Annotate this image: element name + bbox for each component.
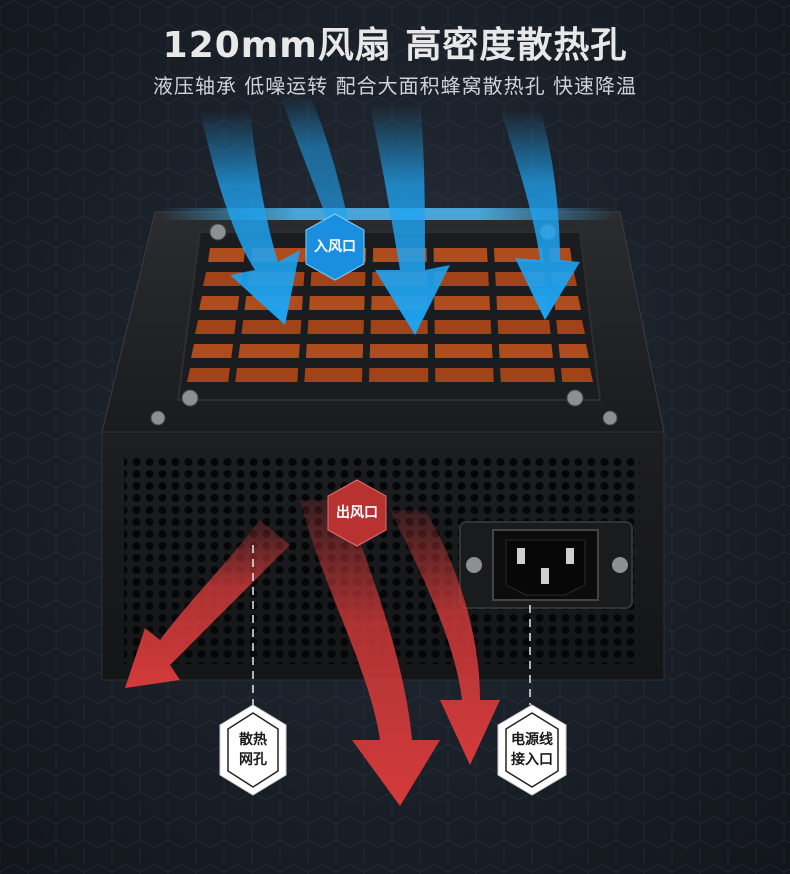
page-title: 120mm风扇 高密度散热孔 [162, 25, 628, 66]
power-inlet-label: 电源线 接入口 [511, 732, 553, 768]
inlet-badge: 入风口 [304, 212, 366, 282]
outlet-label: 出风口 [336, 505, 378, 521]
power-socket [459, 521, 633, 609]
vent-holes-badge: 散热 网孔 [218, 703, 288, 797]
page-subtitle: 液压轴承 低噪运转 配合大面积蜂窝散热孔 快速降温 [152, 74, 638, 98]
outlet-airflow-arrows [125, 500, 500, 806]
outlet-badge: 出风口 [326, 478, 388, 548]
blue-light-band [160, 208, 615, 220]
vent-holes-label: 散热 网孔 [239, 732, 267, 768]
inlet-airflow-arrows [200, 95, 580, 335]
inlet-label: 入风口 [314, 239, 356, 255]
power-inlet-badge: 电源线 接入口 [496, 703, 568, 797]
screws [150, 223, 618, 426]
